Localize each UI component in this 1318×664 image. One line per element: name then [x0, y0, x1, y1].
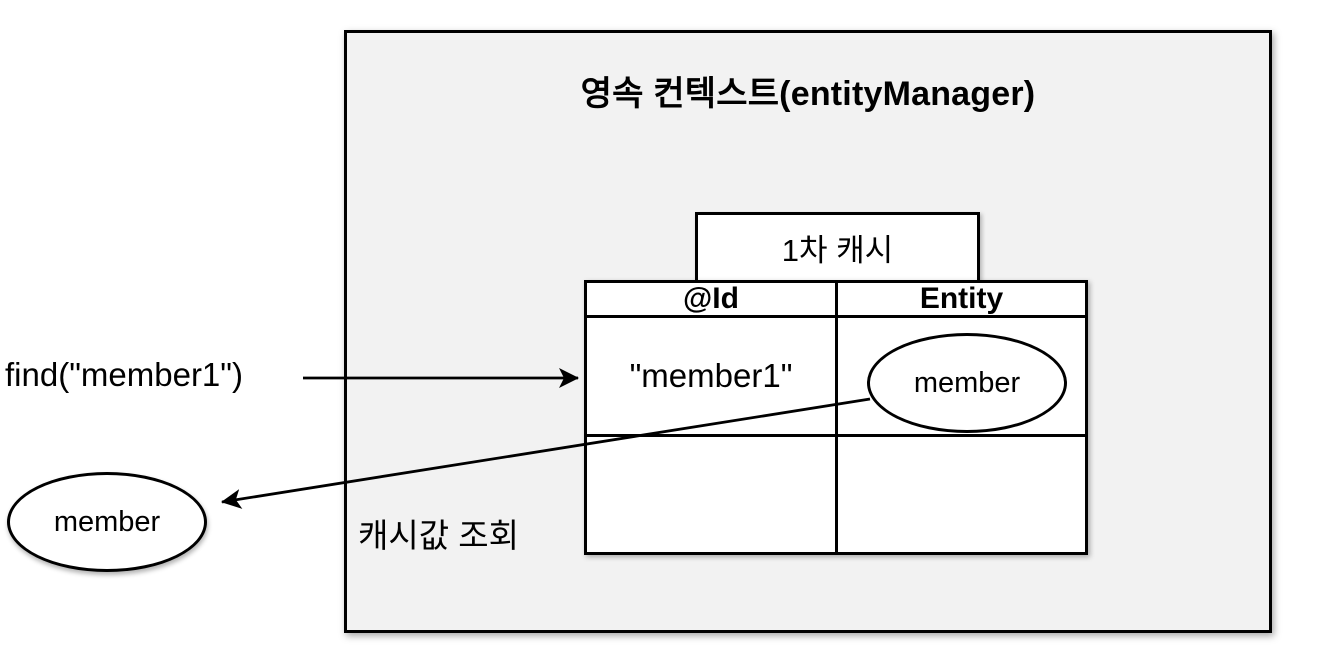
- first-level-cache-label-box: 1차 캐시: [695, 212, 980, 283]
- table-cell-id-member1: "member1": [587, 318, 838, 437]
- first-level-cache-label: 1차 캐시: [781, 233, 894, 268]
- table-cell-id-empty: [587, 437, 838, 552]
- table-header-id: @Id: [587, 282, 838, 318]
- persistence-context-title: 영속 컨텍스트(entityManager): [580, 75, 1036, 113]
- cache-lookup-label: 캐시값 조회: [358, 517, 519, 554]
- entity-member-oval: member: [867, 333, 1067, 433]
- entity-member-label: member: [913, 366, 1021, 399]
- table-header-entity: Entity: [838, 282, 1085, 318]
- table-cell-entity-empty: [838, 437, 1085, 552]
- result-member-label: member: [53, 505, 161, 538]
- result-member-oval: member: [7, 472, 207, 572]
- find-call-label: find("member1"): [5, 356, 243, 393]
